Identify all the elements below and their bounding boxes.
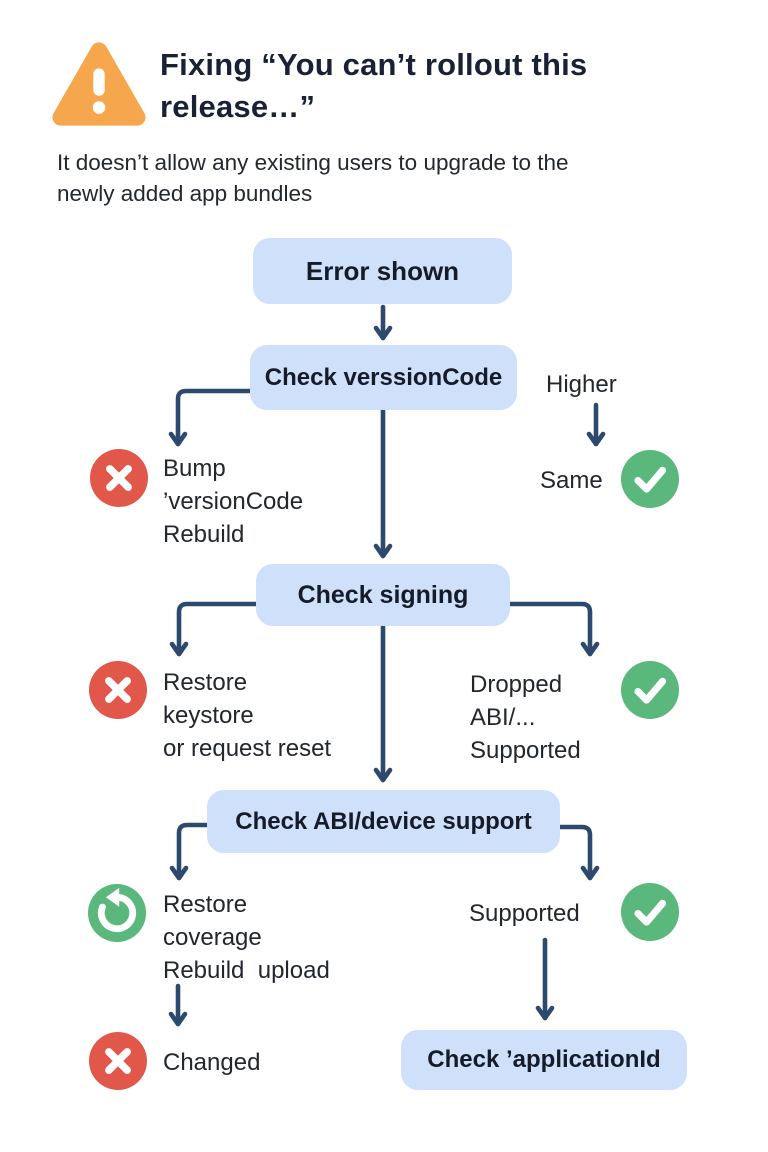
warning-triangle-icon [50, 36, 148, 138]
page-subtitle-line2: newly added app bundles [57, 181, 313, 206]
connector-versioncode-to-bump [168, 388, 255, 447]
connector-abi-to-supported [557, 824, 600, 881]
node-error-shown: Error shown [253, 238, 512, 304]
connector-signing-to-keystore [169, 601, 259, 657]
label-same: Same [540, 467, 603, 494]
label-bump-versioncode-rebuild: Bump ’versionCode Rebuild [163, 455, 304, 548]
connector-signing-to-dropped [507, 601, 600, 657]
red-x-icon [90, 449, 148, 507]
green-check-icon [621, 883, 679, 941]
node-check-applicationid: Check ’applicationId [401, 1030, 687, 1090]
page-title: Fixing “You can’t rollout this release…” [160, 44, 720, 128]
page-title-line2: release…” [160, 89, 316, 124]
label-restore-keystore: Restore keystore or request reset [163, 669, 332, 762]
red-x-icon [89, 661, 147, 719]
label-higher: Higher [546, 371, 617, 398]
node-check-abi-device-support: Check ABI/device support [207, 790, 560, 853]
page-subtitle-line1: It doesn’t allow any existing users to u… [57, 150, 569, 175]
label-changed: Changed [163, 1049, 261, 1076]
label-dropped-abi-supported: Dropped ABI/... Supported [470, 671, 581, 764]
connector-abi-to-coverage [169, 822, 210, 881]
green-check-icon [621, 450, 679, 508]
label-supported: Supported [469, 900, 580, 927]
green-undo-icon [88, 884, 146, 942]
node-check-versioncode: Check verssionCode [250, 345, 517, 410]
page-title-line1: Fixing “You can’t rollout this [160, 47, 588, 82]
page-subtitle: It doesn’t allow any existing users to u… [57, 147, 717, 209]
node-check-signing: Check signing [256, 564, 510, 626]
label-restore-coverage-rebuild-upload: Restore coverage Rebuild upload [163, 891, 330, 984]
red-x-icon [89, 1032, 147, 1090]
green-check-icon [621, 661, 679, 719]
